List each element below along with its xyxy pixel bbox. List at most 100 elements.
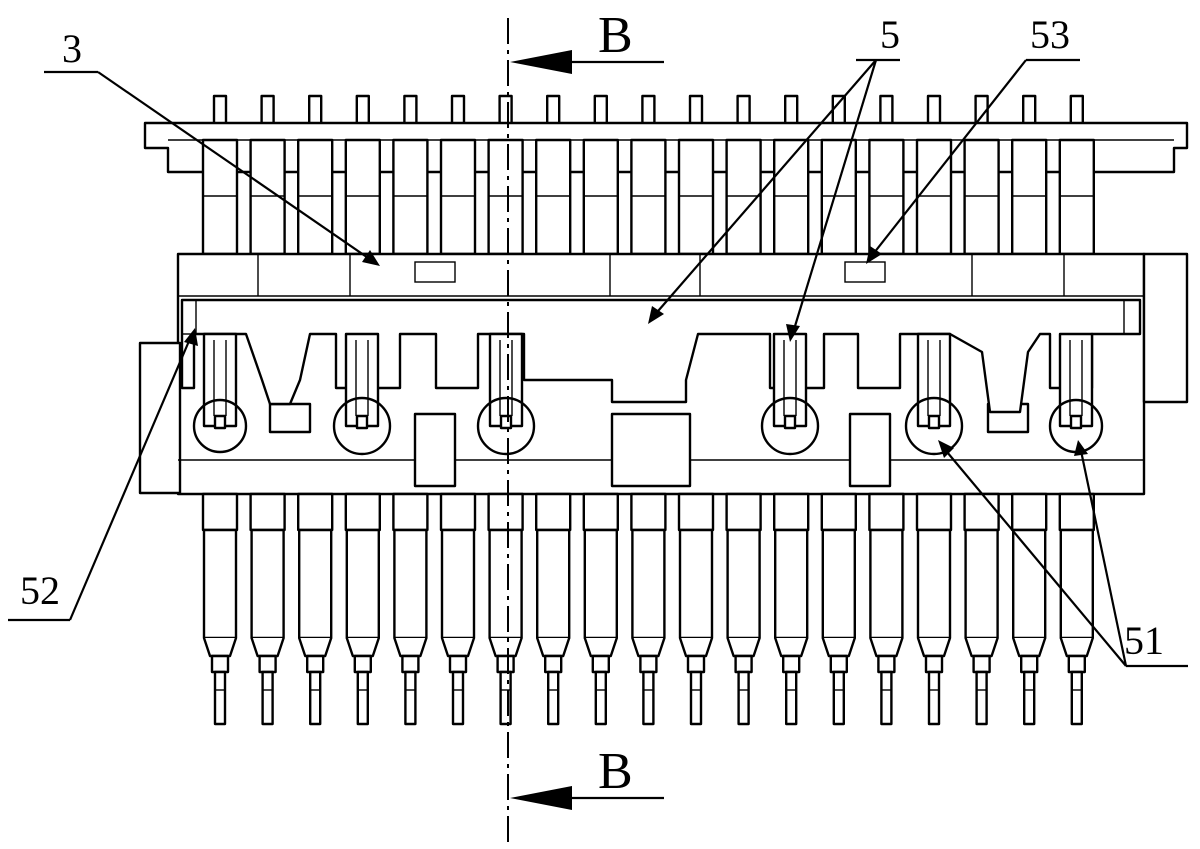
pin-shank — [869, 528, 904, 640]
pin-shank — [726, 528, 761, 640]
pin-neck — [1020, 654, 1039, 674]
clip-circle — [476, 396, 536, 456]
clip-tip — [1069, 414, 1083, 430]
pin-collar — [677, 492, 715, 532]
pin-tail — [975, 670, 988, 726]
clip-tip — [927, 414, 941, 430]
pin-tip — [831, 94, 846, 126]
pin-taper — [440, 637, 476, 658]
pin-tip — [498, 94, 513, 126]
pin-taper — [583, 637, 618, 658]
pin-shank — [536, 528, 571, 640]
pin-tail — [642, 670, 655, 726]
pin-collar — [630, 492, 667, 532]
pin-neck — [782, 654, 801, 674]
label-53: 53 — [1030, 12, 1070, 57]
pin-tip — [308, 94, 323, 126]
pin-tail — [927, 670, 941, 726]
pin-shank — [250, 528, 285, 640]
label-5: 5 — [880, 12, 900, 57]
pin-collar — [820, 492, 857, 532]
label-3: 3 — [62, 26, 82, 71]
pin-neck — [210, 654, 230, 674]
pin-shank — [964, 528, 999, 640]
upper-pin-body — [868, 138, 905, 256]
pin-tip — [593, 94, 608, 126]
section-label-top: B — [598, 7, 633, 64]
pin-tip — [879, 94, 894, 126]
pin-tail — [261, 670, 274, 726]
pin-taper — [964, 637, 999, 658]
latch-clip — [772, 332, 808, 428]
pin-neck — [401, 654, 420, 674]
pin-taper — [250, 637, 285, 658]
pin-shank — [821, 528, 856, 640]
pin-taper — [678, 637, 714, 658]
pin-taper — [298, 637, 333, 658]
cover-plate — [180, 298, 1142, 414]
callouts: 3 5 53 52 51 — [8, 12, 1188, 668]
latch-clip — [1058, 332, 1094, 428]
pin-tip — [212, 94, 228, 126]
upper-pin-body — [820, 138, 857, 256]
latch-clips — [192, 332, 1104, 456]
pin-tail — [356, 670, 369, 726]
latch-clip — [202, 332, 238, 428]
pin-tip — [450, 94, 466, 126]
pin-shank — [298, 528, 333, 640]
clip-circle — [332, 396, 392, 456]
clip-circle — [904, 396, 964, 456]
pin-collar — [773, 492, 810, 532]
upper-pin-body — [677, 138, 715, 256]
pin-taper — [774, 637, 809, 658]
pin-neck — [496, 654, 515, 674]
clip-tip — [783, 414, 797, 430]
upper-pin-body — [344, 138, 381, 256]
pin-neck — [734, 654, 753, 674]
pin-neck — [1067, 654, 1087, 674]
pin-neck — [972, 654, 991, 674]
pin-taper — [1012, 637, 1047, 658]
pin-shank — [916, 528, 952, 640]
pin-shank — [440, 528, 476, 640]
pin-tail — [689, 670, 703, 726]
pin-neck — [639, 654, 658, 674]
pin-tail — [213, 670, 227, 726]
pin-tail — [499, 670, 512, 726]
pin-tip — [1069, 94, 1085, 126]
clip-tip — [213, 414, 227, 430]
pin-neck — [353, 654, 372, 674]
pin-neck — [306, 654, 325, 674]
pin-tip — [403, 94, 418, 126]
section-label-bottom: B — [598, 743, 633, 800]
pin-collar — [297, 492, 334, 532]
pin-neck — [924, 654, 944, 674]
upper-pin-body — [725, 138, 762, 256]
pin-taper — [536, 637, 571, 658]
pin-tip — [688, 94, 704, 126]
upper-pin-body — [1058, 138, 1096, 256]
pin-neck — [544, 654, 563, 674]
pin-collar — [1011, 492, 1048, 532]
pin-tail — [594, 670, 607, 726]
label-52: 52 — [20, 568, 60, 613]
pin-tip — [926, 94, 942, 126]
upper-pin-body — [963, 138, 1000, 256]
label-51: 51 — [1124, 618, 1164, 663]
section-line: B B — [507, 7, 664, 842]
upper-pin-tips — [212, 94, 1085, 126]
pin-collar — [582, 492, 619, 532]
pin-collar — [439, 492, 477, 532]
upper-pin-body — [582, 138, 619, 256]
upper-pin-bodies — [201, 138, 1096, 256]
pin-shank — [631, 528, 666, 640]
pin-tip — [1022, 94, 1037, 126]
pin-shank — [1012, 528, 1047, 640]
pin-shank — [488, 528, 523, 640]
pin-tail — [832, 670, 845, 726]
latch-clip — [488, 332, 524, 428]
pin-tail — [547, 670, 560, 726]
upper-pin-body — [297, 138, 334, 256]
pin-neck — [877, 654, 896, 674]
